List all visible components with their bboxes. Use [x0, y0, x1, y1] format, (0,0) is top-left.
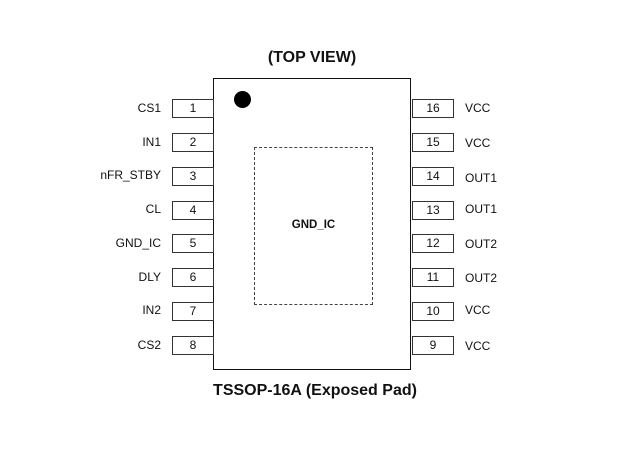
- pin1-marker-icon: [234, 91, 251, 108]
- pin-label-left: GND_IC: [115, 236, 161, 250]
- pin-box-right: 9: [412, 336, 454, 355]
- ic-package-body: [213, 78, 411, 370]
- pin-box-right: 15: [412, 133, 454, 152]
- exposed-pad: [254, 147, 373, 305]
- pin-label-left: DLY: [138, 270, 161, 284]
- pin-box-left: 4: [172, 201, 214, 220]
- pin-label-left: CL: [145, 202, 161, 216]
- pin-label-right: OUT1: [465, 171, 498, 185]
- pin-label-right: OUT2: [465, 271, 498, 285]
- pin-label-right: OUT2: [465, 237, 498, 251]
- exposed-pad-label: GND_IC: [291, 219, 336, 231]
- diagram-title: (TOP VIEW): [267, 49, 357, 66]
- pin-label-left: nFR_STBY: [100, 168, 161, 182]
- pin-box-right: 13: [412, 201, 454, 220]
- pin-box-left: 7: [172, 302, 214, 321]
- pin-box-right: 11: [412, 268, 454, 287]
- pin-label-left: CS1: [137, 101, 161, 115]
- pin-box-left: 5: [172, 234, 214, 253]
- pin-box-left: 1: [172, 99, 214, 118]
- pin-box-left: 2: [172, 133, 214, 152]
- pin-label-right: VCC: [465, 101, 491, 115]
- pin-label-right: VCC: [465, 136, 491, 150]
- pin-label-left: IN1: [142, 135, 161, 149]
- pin-label-right: VCC: [465, 339, 491, 353]
- pin-box-left: 3: [172, 167, 214, 186]
- pin-label-right: VCC: [465, 303, 491, 317]
- pin-box-right: 14: [412, 167, 454, 186]
- pin-box-left: 8: [172, 336, 214, 355]
- pin-label-left: CS2: [137, 338, 161, 352]
- pin-label-left: IN2: [142, 303, 161, 317]
- pin-box-right: 12: [412, 234, 454, 253]
- pin-box-right: 10: [412, 302, 454, 321]
- pin-label-right: OUT1: [465, 202, 498, 216]
- package-label: TSSOP-16A (Exposed Pad): [213, 382, 417, 399]
- pin-box-right: 16: [412, 99, 454, 118]
- pin-box-left: 6: [172, 268, 214, 287]
